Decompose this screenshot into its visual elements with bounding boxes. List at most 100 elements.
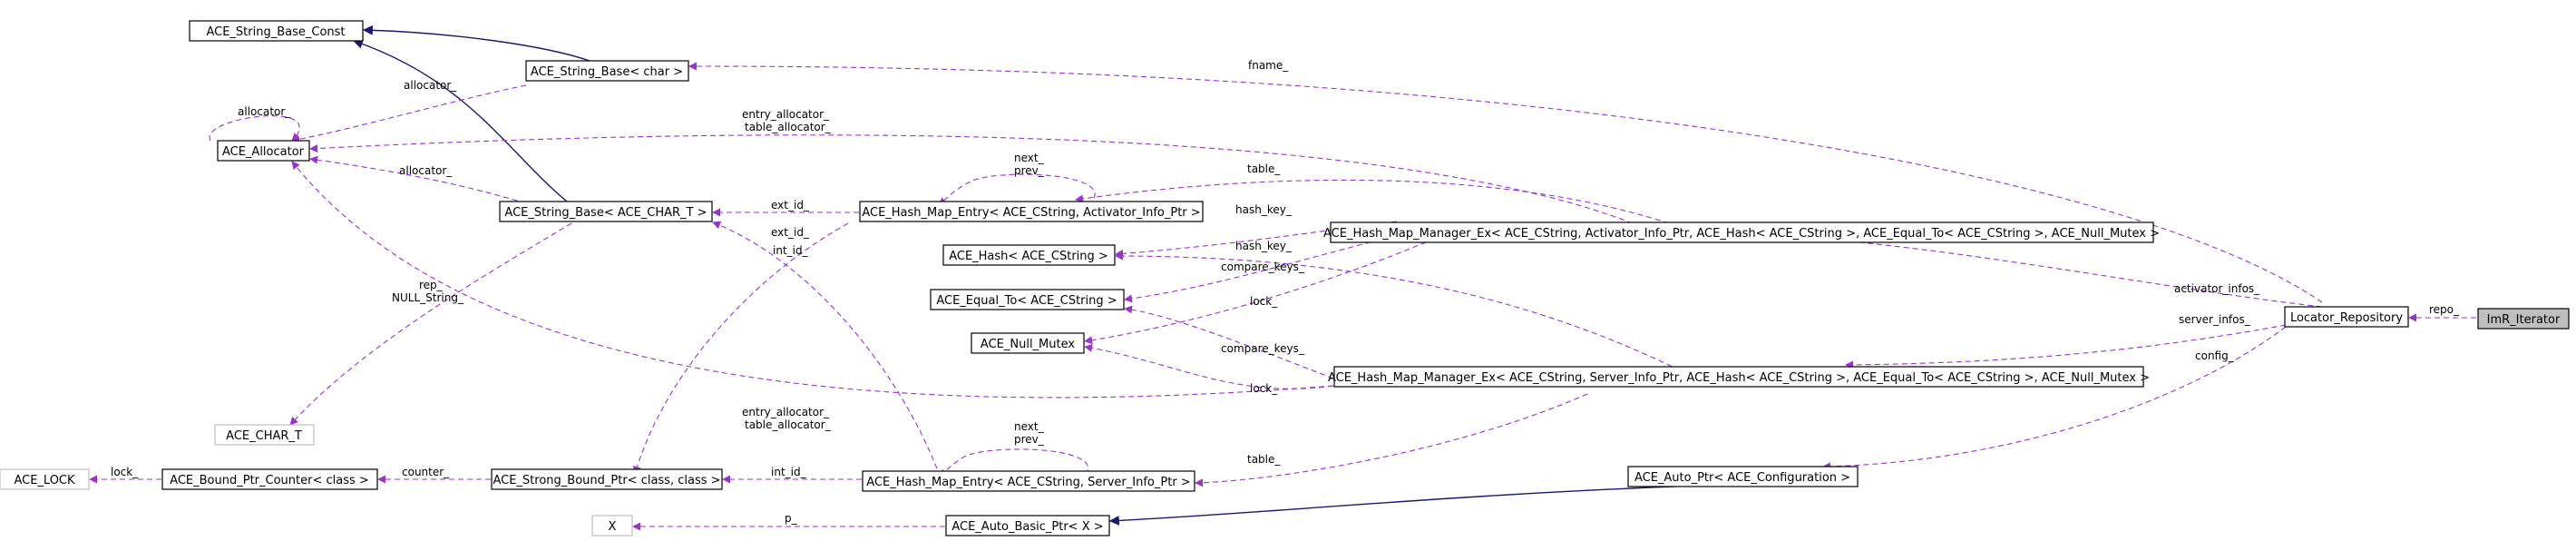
edge-entry-allocator-1 [309, 134, 1634, 224]
label-hash-key-1: hash_key_ [1235, 203, 1293, 216]
node-char-t-label: ACE_CHAR_T [226, 429, 302, 443]
label-entry-allocator-1: entry_allocator_ [742, 108, 830, 121]
label-next-2: next_ [1014, 420, 1045, 433]
label-lock-2: lock_ [1250, 382, 1278, 395]
node-hash-map-entry-server-label: ACE_Hash_Map_Entry< ACE_CString, Server_… [866, 476, 1190, 489]
node-string-base-const[interactable]: ACE_String_Base_Const [189, 20, 364, 42]
node-hash-map-manager-activator-label: ACE_Hash_Map_Manager_Ex< ACE_CString, Ac… [1323, 227, 2160, 241]
node-strong-bound-ptr-label: ACE_Strong_Bound_Ptr< class, class > [493, 474, 720, 487]
edge-lock-1 [1084, 231, 1452, 345]
edge-ext-id-2 [712, 221, 944, 487]
node-equal-to-cstring[interactable]: ACE_Equal_To< ACE_CString > [930, 289, 1125, 310]
label-rep: rep_ [419, 279, 444, 291]
edge-int-id-1 [632, 222, 849, 475]
edge-config [1822, 326, 2287, 471]
node-imr-iterator-label: ImR_Iterator [2487, 313, 2561, 327]
edge-labels: repo_ fname_ allocator_ allocator_ alloc… [111, 59, 2460, 525]
inheritance-edge [1108, 485, 1697, 526]
node-allocator-label: ACE_Allocator [222, 145, 305, 159]
edge-entry-allocator-2 [291, 161, 1334, 398]
label-ext-id-2: ext_id_ [771, 226, 810, 239]
node-string-base-t-label: ACE_String_Base< ACE_CHAR_T > [504, 206, 707, 220]
node-string-base-t[interactable]: ACE_String_Base< ACE_CHAR_T > [499, 201, 713, 222]
label-table-2: table_ [1247, 453, 1281, 466]
edge-table-1 [1075, 179, 1670, 224]
edge-next-prev-1 [938, 173, 1096, 206]
node-hash-map-manager-server-label: ACE_Hash_Map_Manager_Ex< ACE_CString, Se… [1328, 371, 2150, 385]
label-table-allocator-1: table_allocator_ [745, 121, 832, 133]
edges [89, 25, 2476, 531]
node-equal-to-cstring-label: ACE_Equal_To< ACE_CString > [936, 294, 1117, 308]
edge-fname [688, 62, 2323, 303]
node-string-base-const-label: ACE_String_Base_Const [206, 25, 345, 39]
node-imr-iterator[interactable]: ImR_Iterator [2477, 308, 2570, 330]
edge-hash-key-2 [1115, 251, 1697, 379]
node-allocator[interactable]: ACE_Allocator [217, 140, 310, 162]
label-server-infos: server_infos_ [2179, 313, 2251, 326]
node-hash-map-manager-activator[interactable]: ACE_Hash_Map_Manager_Ex< ACE_CString, Ac… [1323, 221, 2160, 243]
node-auto-basic-ptr[interactable]: ACE_Auto_Basic_Ptr< X > [945, 515, 1110, 536]
edge-compare-keys-2 [1124, 305, 1334, 379]
label-allocator-top: allocator_ [404, 79, 457, 92]
node-auto-ptr-configuration-label: ACE_Auto_Ptr< ACE_Configuration > [1634, 471, 1850, 485]
label-allocator-mid: allocator_ [399, 164, 453, 177]
label-config: config_ [2195, 349, 2235, 362]
node-locator-repository-label: Locator_Repository [2290, 311, 2403, 325]
inheritance-edge [362, 25, 590, 62]
edge-activator-infos [1822, 235, 2323, 308]
node-null-mutex-label: ACE_Null_Mutex [981, 338, 1075, 351]
node-hash-map-entry-activator[interactable]: ACE_Hash_Map_Entry< ACE_CString, Activat… [859, 201, 1204, 222]
edge-next-prev-2 [938, 448, 1089, 482]
node-locator-repository[interactable]: Locator_Repository [2284, 306, 2409, 328]
label-null-string: NULL_String_ [392, 291, 464, 304]
node-char-t[interactable]: ACE_CHAR_T [214, 424, 315, 446]
edge-table-2 [1195, 393, 1588, 487]
label-prev-1: prev_ [1014, 164, 1045, 177]
label-lock-3: lock_ [111, 466, 139, 478]
label-ext-id-1: ext_id_ [771, 199, 810, 212]
label-prev-2: prev_ [1014, 433, 1045, 446]
label-entry-allocator-2: entry_allocator_ [742, 406, 830, 418]
node-bound-ptr-counter-label: ACE_Bound_Ptr_Counter< class > [170, 474, 369, 487]
node-string-base-char[interactable]: ACE_String_Base< char > [525, 60, 689, 82]
label-next-1: next_ [1014, 152, 1045, 164]
label-p: p_ [785, 512, 798, 525]
label-compare-keys-2: compare_keys_ [1221, 342, 1305, 355]
label-table-1: table_ [1247, 162, 1281, 175]
node-ace-lock-label: ACE_LOCK [14, 474, 75, 487]
label-activator-infos: activator_infos_ [2174, 282, 2260, 295]
node-hash-map-manager-server[interactable]: ACE_Hash_Map_Manager_Ex< ACE_CString, Se… [1328, 366, 2150, 388]
node-null-mutex[interactable]: ACE_Null_Mutex [971, 332, 1085, 354]
node-strong-bound-ptr[interactable]: ACE_Strong_Bound_Ptr< class, class > [491, 468, 723, 490]
edge-allocator-top [291, 84, 527, 143]
edge-lock-2 [1084, 343, 1334, 389]
label-fname: fname_ [1248, 59, 1289, 72]
edge-rep-null-string [289, 222, 572, 426]
node-auto-ptr-configuration[interactable]: ACE_Auto_Ptr< ACE_Configuration > [1627, 466, 1859, 487]
node-hash-map-entry-server[interactable]: ACE_Hash_Map_Entry< ACE_CString, Server_… [862, 470, 1195, 492]
node-hash-map-entry-activator-label: ACE_Hash_Map_Entry< ACE_CString, Activat… [862, 206, 1200, 220]
node-ace-lock[interactable]: ACE_LOCK [0, 468, 90, 490]
node-auto-basic-ptr-label: ACE_Auto_Basic_Ptr< X > [951, 520, 1103, 534]
node-hash-cstring-label: ACE_Hash< ACE_CString > [949, 250, 1108, 263]
edge-server-infos [1845, 324, 2287, 369]
edge-allocator-self [209, 115, 300, 142]
label-counter: counter_ [402, 466, 450, 478]
node-x[interactable]: X [591, 515, 633, 536]
node-string-base-char-label: ACE_String_Base< char > [531, 65, 683, 79]
node-bound-ptr-counter[interactable]: ACE_Bound_Ptr_Counter< class > [161, 468, 378, 490]
label-int-id-2: int_id_ [771, 466, 807, 478]
label-lock-1: lock_ [1250, 295, 1278, 308]
nodes: ImR_Iterator Locator_Repository ACE_Stri… [0, 20, 2570, 536]
label-int-id-1: int_id_ [773, 244, 809, 257]
edge-allocator-mid [309, 155, 527, 204]
node-x-label: X [609, 520, 617, 534]
label-hash-key-2: hash_key_ [1235, 240, 1293, 252]
label-compare-keys-1: compare_keys_ [1221, 261, 1305, 273]
label-repo: repo_ [2429, 303, 2460, 316]
label-table-allocator-2: table_allocator_ [745, 418, 832, 431]
label-allocator-self: allocator_ [238, 105, 291, 118]
inheritance-edge [352, 39, 572, 206]
node-hash-cstring[interactable]: ACE_Hash< ACE_CString > [942, 244, 1116, 266]
